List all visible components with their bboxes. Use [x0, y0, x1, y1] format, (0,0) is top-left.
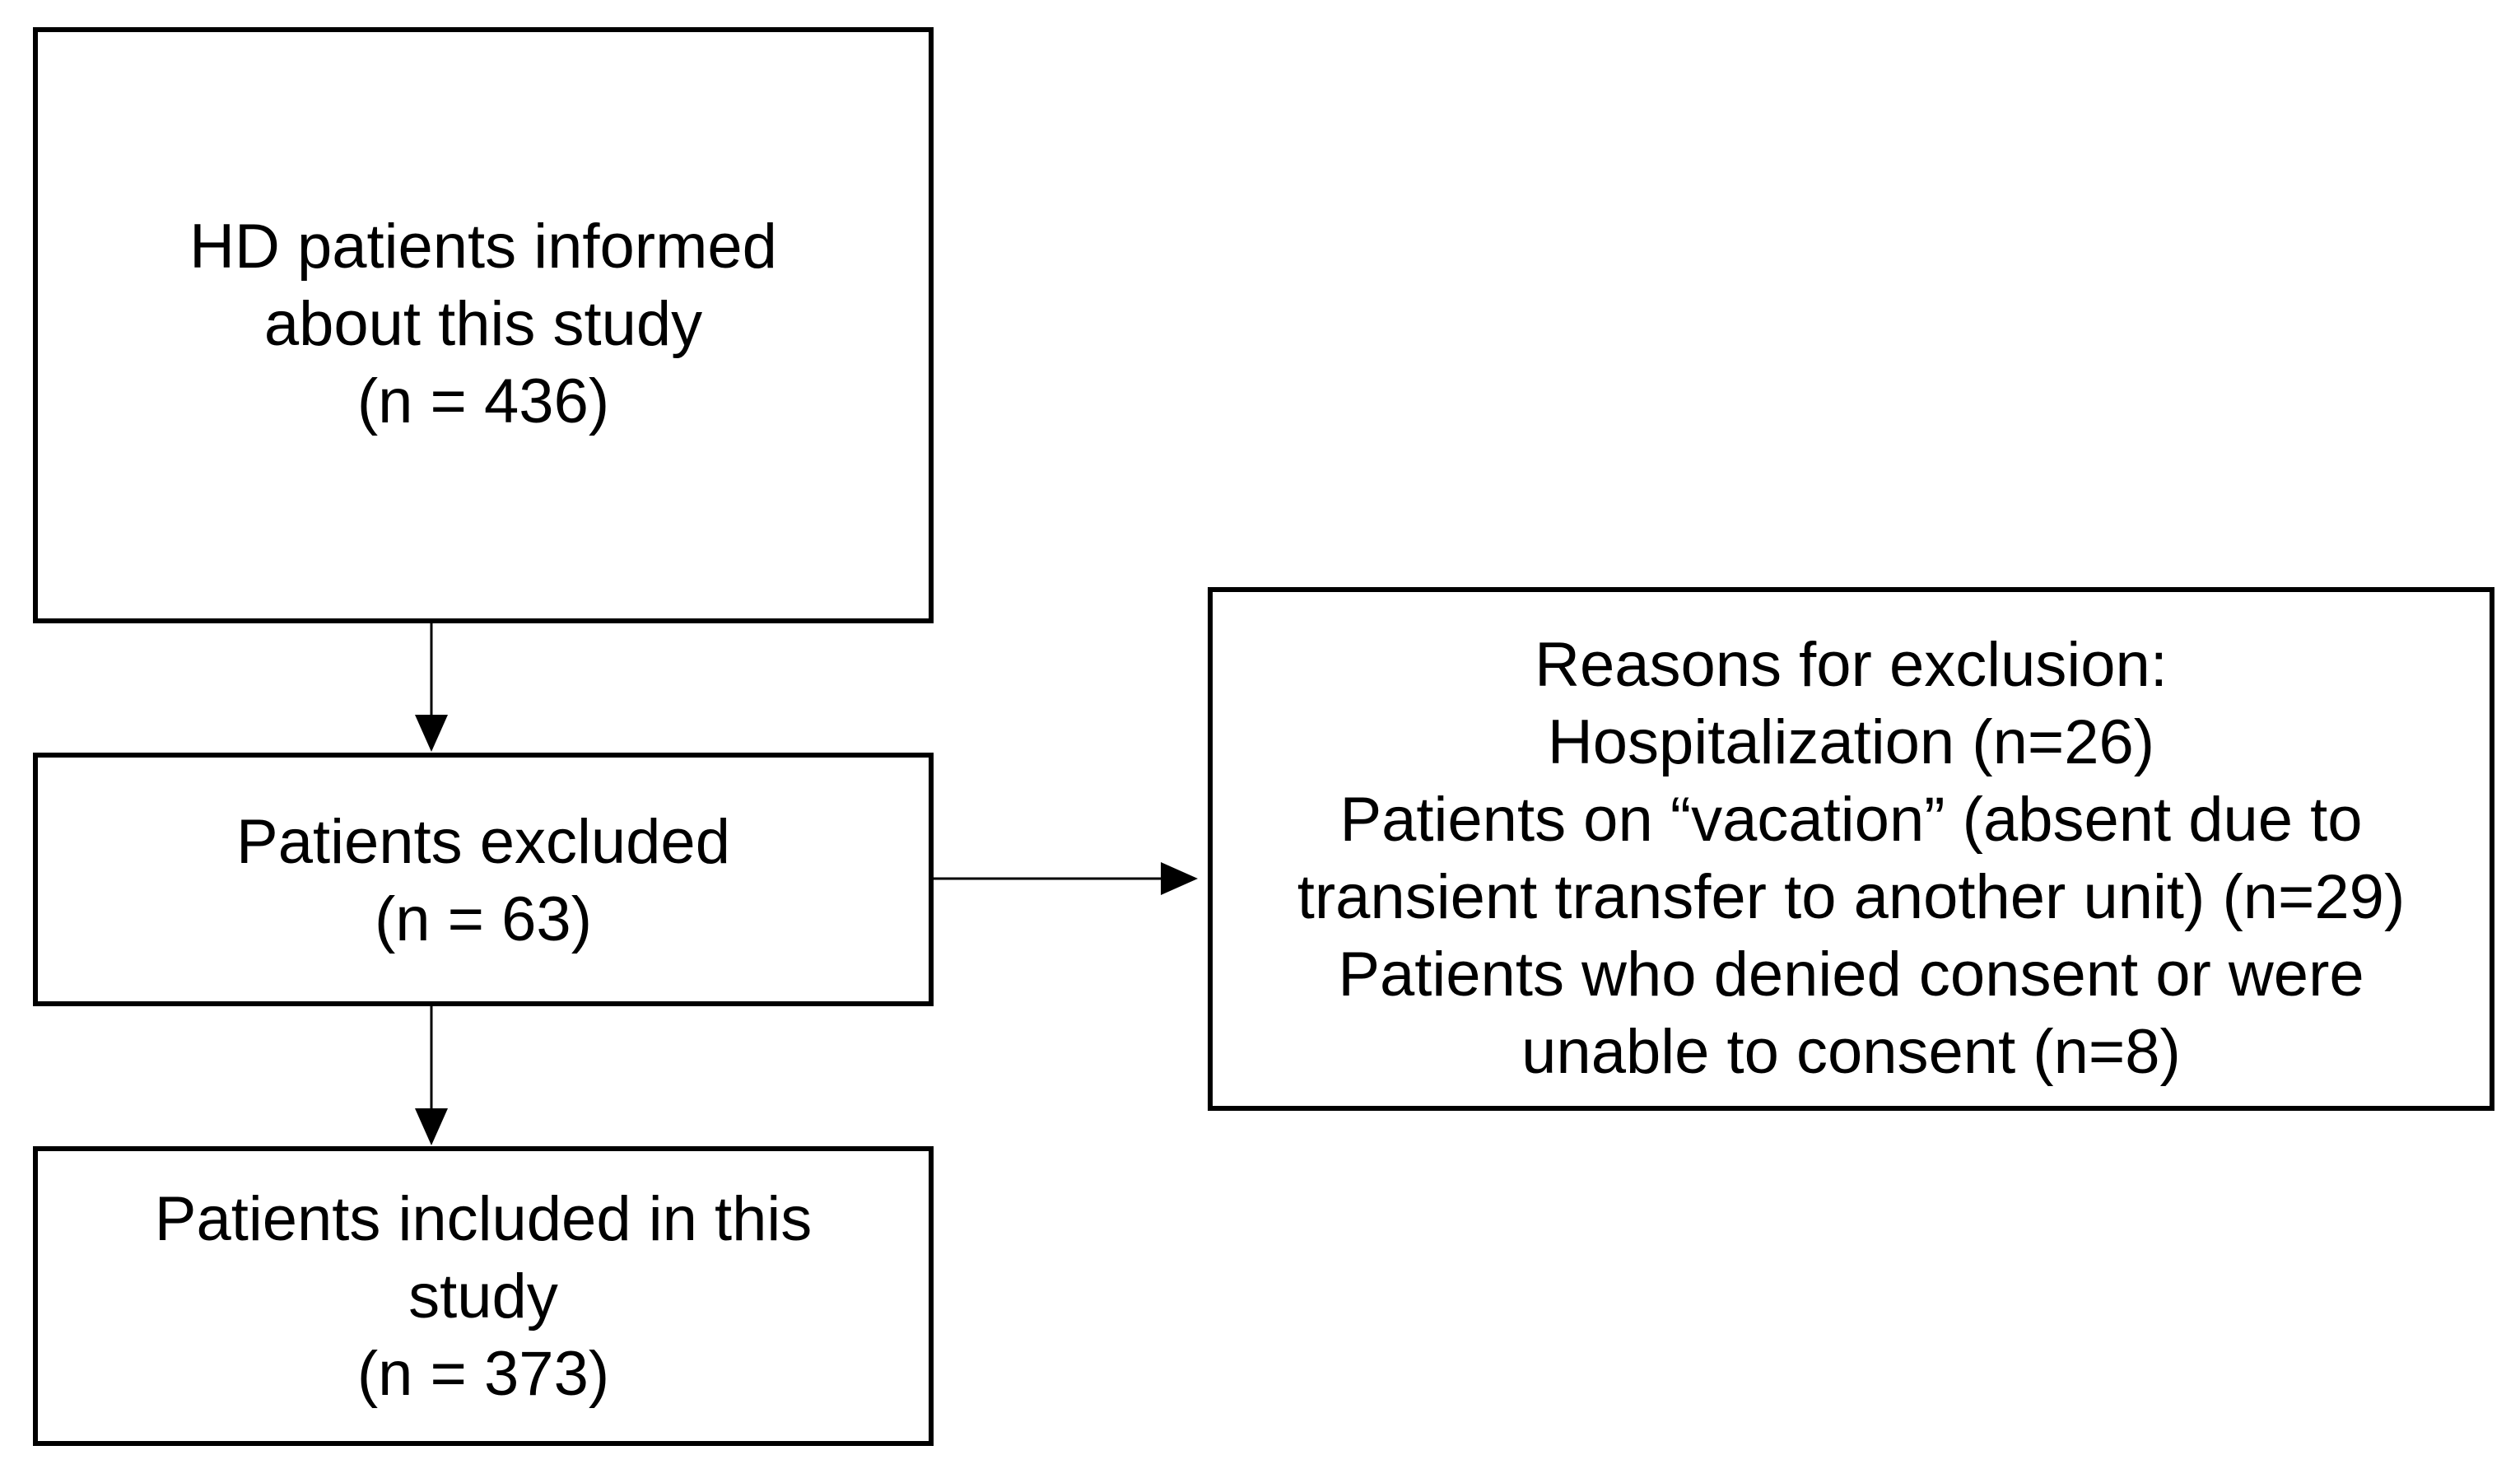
- informed-count: (n = 436): [356, 366, 610, 436]
- excluded-patients-text: Patients excluded (n = 63): [38, 804, 929, 958]
- reasons-heading: Reasons for exclusion:: [1535, 630, 2168, 700]
- excluded-patients-box: Patients excluded (n = 63): [33, 753, 934, 1006]
- included-line-1: Patients included in this: [154, 1184, 813, 1254]
- reason-hospitalization: Hospitalization (n=26): [1547, 707, 2155, 777]
- included-patients-box: Patients included in this study (n = 373…: [33, 1146, 934, 1446]
- arrowhead-excluded-to-reasons: [1161, 862, 1198, 895]
- excluded-count: (n = 63): [374, 884, 593, 954]
- exclusion-reasons-text: Reasons for exclusion: Hospitalization (…: [1213, 627, 2490, 1091]
- arrowhead-excluded-to-included: [415, 1108, 448, 1145]
- included-line-2: study: [408, 1261, 558, 1331]
- informed-patients-text: HD patients informed about this study (n…: [38, 208, 929, 441]
- arrowhead-informed-to-excluded: [415, 715, 448, 752]
- reason-consent-line-1: Patients who denied consent or were: [1338, 940, 2364, 1010]
- excluded-line-1: Patients excluded: [236, 807, 730, 877]
- reason-vacation-line-2: transient transfer to another unit) (n=2…: [1297, 862, 2406, 932]
- reason-vacation-line-1: Patients on “vacation” (absent due to: [1339, 785, 2363, 855]
- informed-patients-box: HD patients informed about this study (n…: [33, 27, 934, 623]
- informed-line-2: about this study: [263, 289, 703, 359]
- informed-line-1: HD patients informed: [189, 212, 777, 282]
- included-count: (n = 373): [356, 1339, 610, 1409]
- included-patients-text: Patients included in this study (n = 373…: [38, 1181, 929, 1413]
- reason-consent-line-2: unable to consent (n=8): [1521, 1017, 2181, 1087]
- exclusion-reasons-box: Reasons for exclusion: Hospitalization (…: [1208, 587, 2494, 1111]
